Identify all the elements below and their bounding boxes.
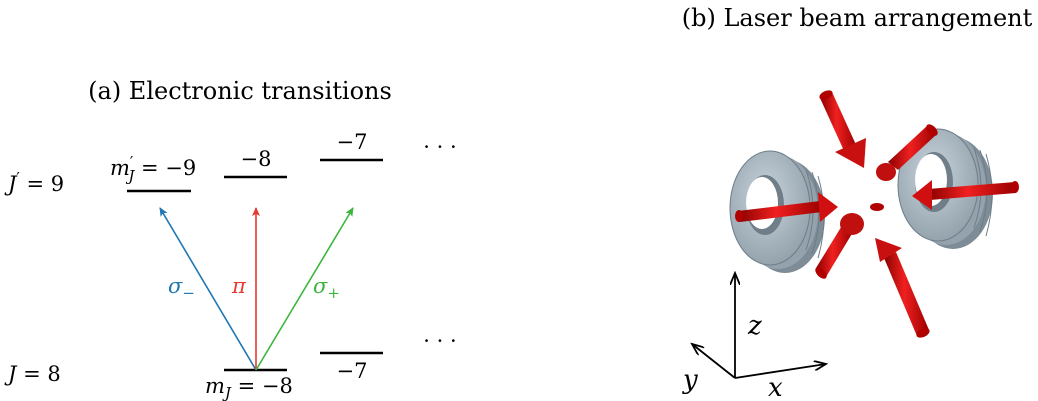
y-axis-label: y (682, 365, 698, 395)
x-axis-arrow (734, 364, 826, 379)
sigma-minus-label: σ− (168, 274, 195, 302)
coil-right (897, 128, 993, 249)
sigma-plus-arrow (255, 207, 354, 371)
upper-level-label-m7: −7 (337, 130, 368, 154)
laser-beam-right (912, 180, 1019, 210)
y-axis-arrow (692, 344, 736, 379)
laser-beam-upper-right (876, 124, 938, 181)
sigma-plus-label: σ+ (313, 274, 340, 302)
sigma-minus-arrow (159, 207, 257, 371)
upper-state-label: J′ = 9 (4, 169, 64, 196)
upper-level-label-m9: m′J = −9 (110, 153, 196, 185)
pi-label: π (231, 274, 247, 298)
laser-beam-left (735, 192, 838, 222)
atom-cloud (870, 203, 884, 211)
panel-a-title: (a) Electronic transitions (88, 77, 392, 105)
lower-ellipsis: · · · (423, 329, 456, 353)
upper-level-label-m8: −8 (241, 147, 272, 171)
z-axis-label: z (747, 311, 762, 341)
lower-level-label-m8: mJ = −8 (205, 374, 293, 401)
lower-state-label: J = 8 (4, 362, 61, 386)
lower-level-label-m7: −7 (337, 359, 368, 383)
panel-b-title: (b) Laser beam arrangement (682, 4, 1033, 32)
panel-b: (b) Laser beam arrangement (682, 4, 1033, 401)
laser-beam-bottom (875, 238, 930, 338)
coordinate-axes: z x y (682, 273, 826, 401)
upper-ellipsis: · · · (423, 135, 456, 159)
laser-beam-top (819, 90, 866, 168)
panel-a: (a) Electronic transitions J′ = 9 J = 8 … (4, 77, 457, 401)
x-axis-label: x (768, 373, 783, 401)
laser-beam-lower-left (815, 213, 864, 279)
